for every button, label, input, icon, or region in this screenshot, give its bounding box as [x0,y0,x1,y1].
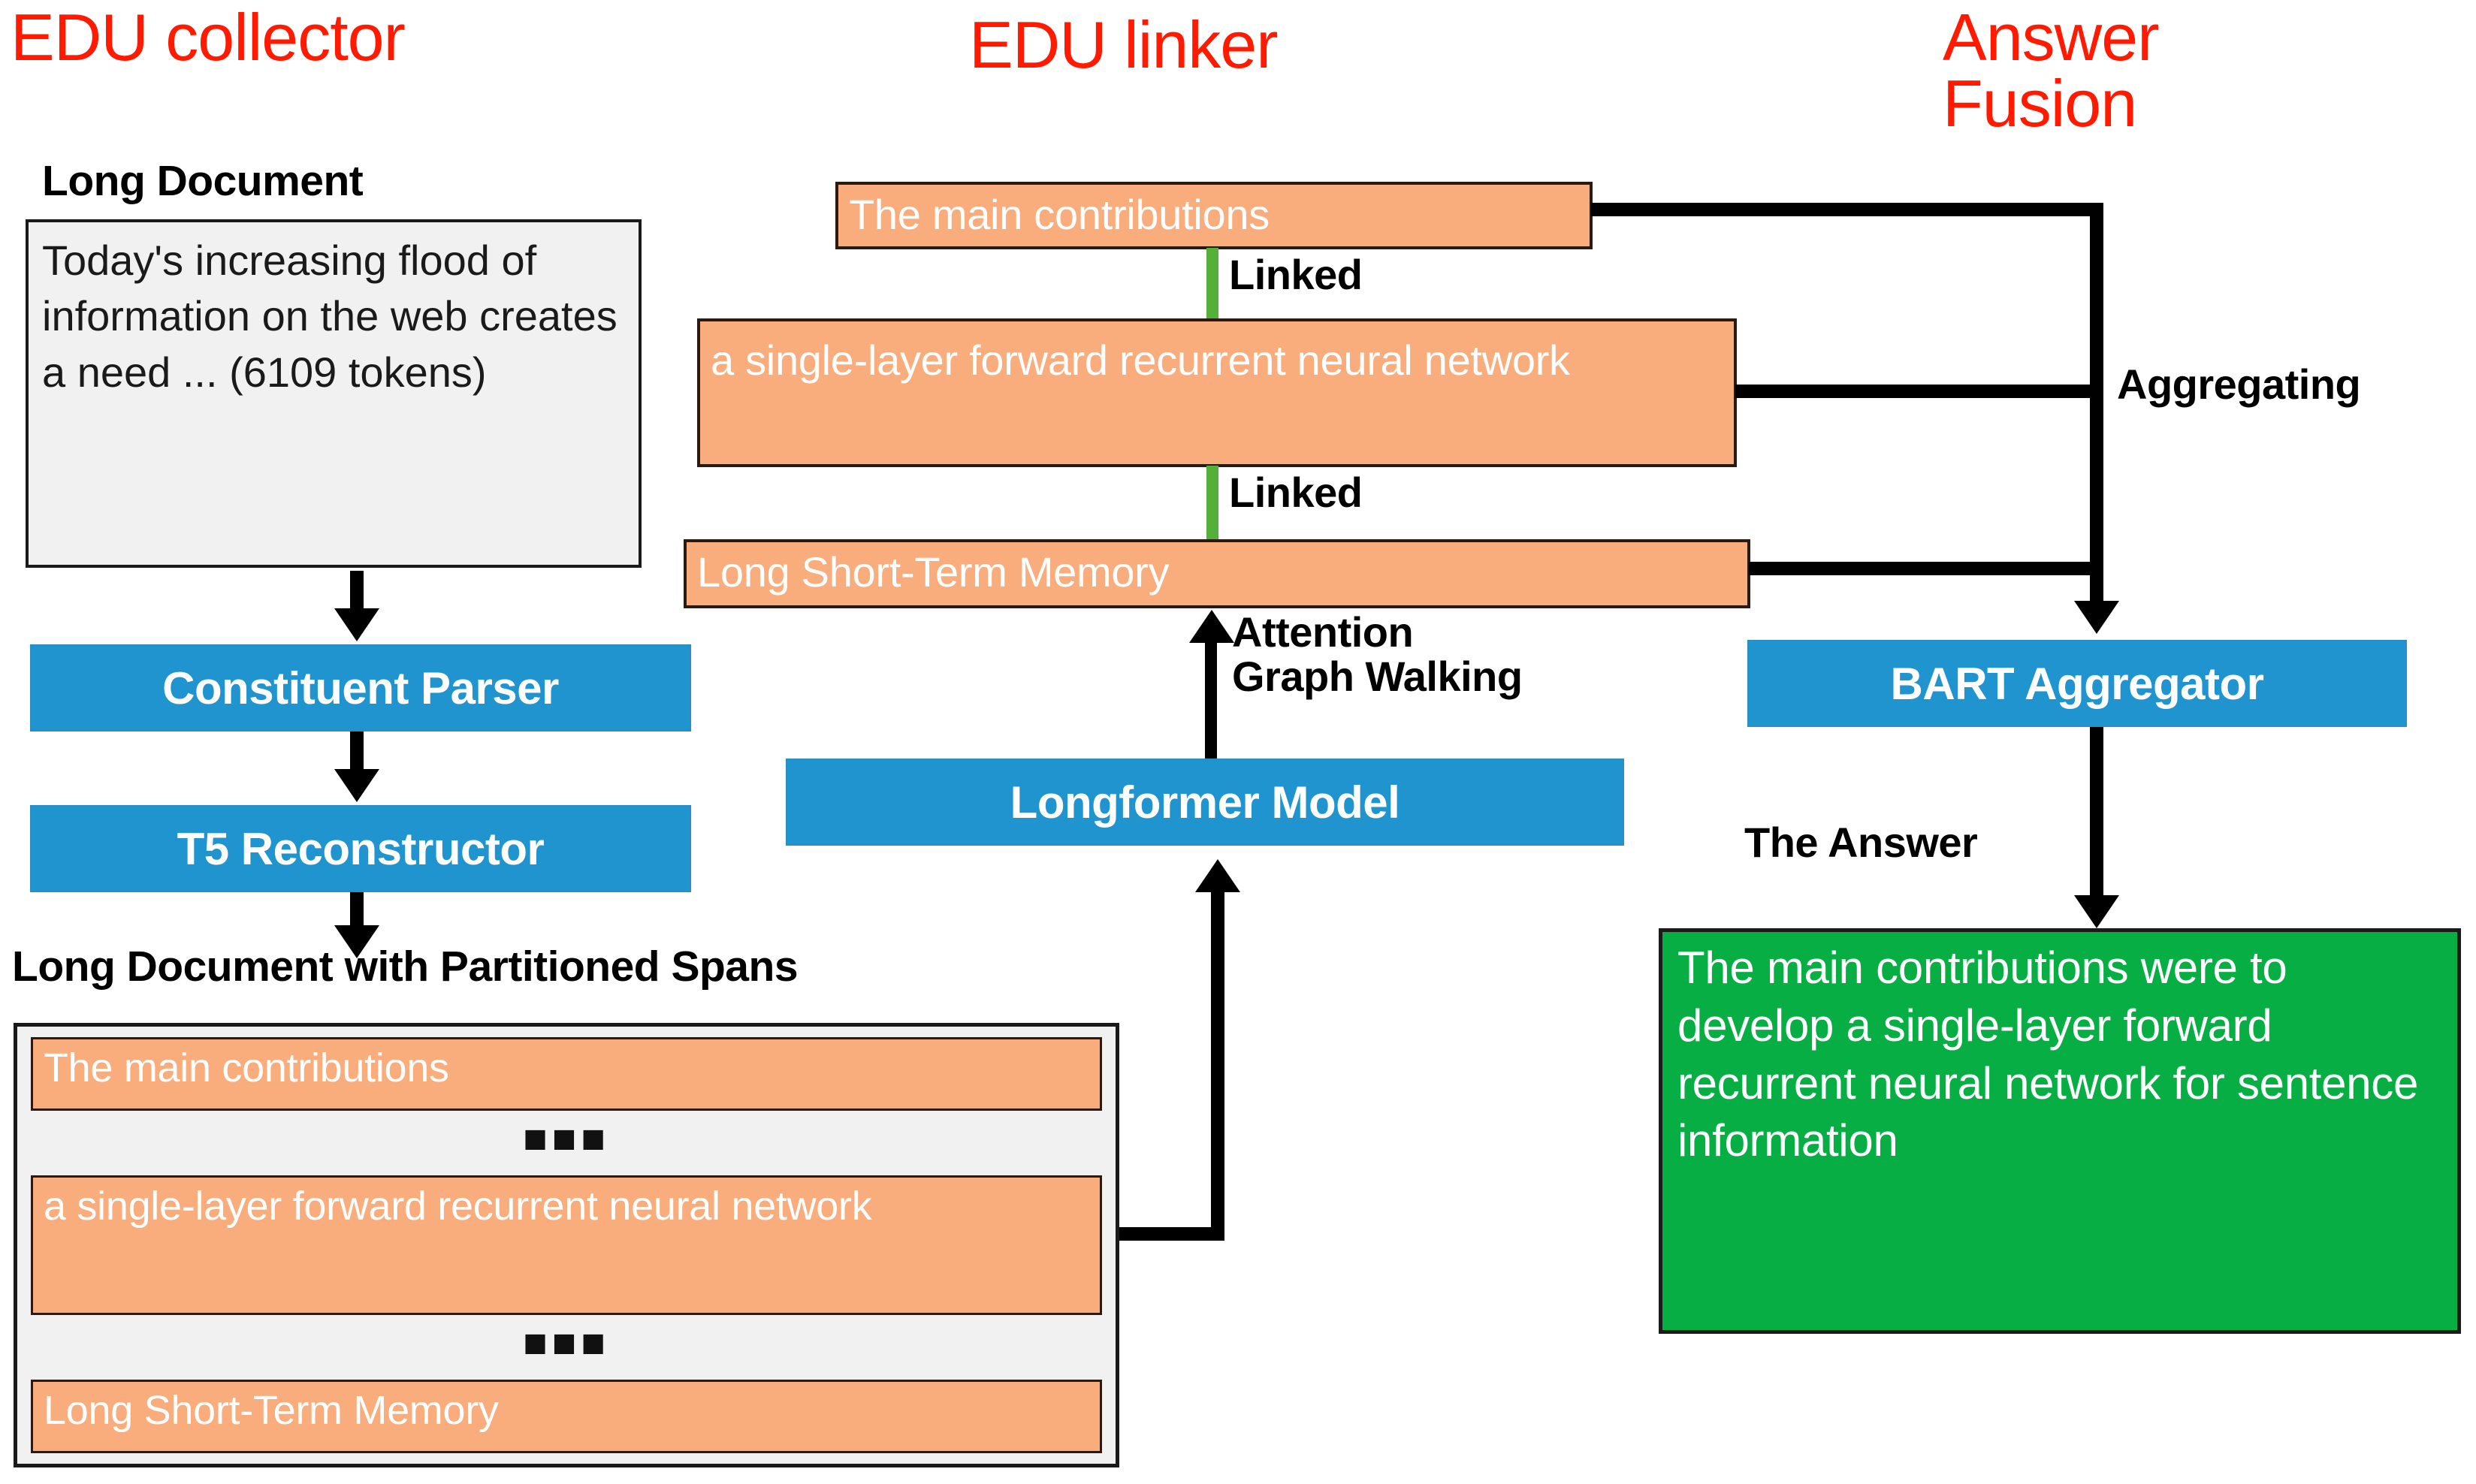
attention-graph-walking-label: Attention Graph Walking [1232,610,1523,699]
constituent-parser-box[interactable]: Constituent Parser [30,644,691,731]
arrow-doc-to-parser [334,608,379,641]
edu-collector-title: EDU collector [11,0,406,74]
linked-label-1: Linked [1229,251,1363,298]
arrow-spans-to-longformer [1195,859,1240,892]
fusion-bus-vertical [2090,203,2103,605]
flow-line-t5-to-spans [350,892,364,931]
span-chip-2-text: a single-layer forward recurrent neural … [44,1184,872,1229]
span-chip-3-text: Long Short-Term Memory [44,1388,499,1433]
t5-reconstructor-label: T5 Reconstructor [177,823,545,874]
flow-line-parser-to-t5 [350,731,364,775]
fusion-line-edu2 [1735,385,2103,398]
answer-fusion-title: Answer Fusion [1943,0,2159,140]
aggregating-label: Aggregating [2117,360,2361,408]
t5-reconstructor-box[interactable]: T5 Reconstructor [30,805,691,892]
the-answer-label: The Answer [1744,819,1978,866]
edu-box-2[interactable]: a single-layer forward recurrent neural … [697,318,1737,467]
arrow-longformer-to-edu [1189,610,1234,643]
long-document-text: Today's increasing flood of information … [42,237,617,396]
fusion-line-edu3 [1749,562,2103,575]
arrow-aggregator-to-answer [2074,895,2119,928]
flow-line-spans-to-longformer-h [1119,1227,1224,1241]
linked-connector-1 [1206,248,1218,320]
edu-box-3[interactable]: Long Short-Term Memory [684,539,1750,608]
span-chip-3[interactable]: Long Short-Term Memory [31,1380,1102,1453]
span-ellipsis-1: ■■■ [523,1116,610,1161]
longformer-model-box[interactable]: Longformer Model [786,759,1624,846]
answer-fusion-title-line2: Fusion [1943,66,2137,140]
edu-box-2-text: a single-layer forward recurrent neural … [711,336,1570,384]
edu-box-3-text: Long Short-Term Memory [697,548,1170,596]
edu-linker-title: EDU linker [969,8,1279,82]
answer-fusion-title-line1: Answer [1943,0,2159,74]
bart-aggregator-label: BART Aggregator [1890,658,2264,709]
span-ellipsis-2: ■■■ [523,1320,610,1365]
partitioned-spans-label: Long Document with Partitioned Spans [12,943,799,991]
span-chip-2[interactable]: a single-layer forward recurrent neural … [31,1175,1102,1315]
fusion-line-edu1 [1591,203,2103,216]
linked-label-2: Linked [1229,469,1363,516]
linked-connector-2 [1206,466,1218,541]
arrow-fusion-to-aggregator [2074,601,2119,634]
partitioned-spans-container: The main contributions ■■■ a single-laye… [14,1023,1119,1467]
long-document-label: Long Document [42,157,364,205]
attention-label-line2: Graph Walking [1232,653,1523,701]
edu-box-1[interactable]: The main contributions [835,182,1593,249]
span-chip-1-text: The main contributions [44,1045,449,1090]
long-document-box: Today's increasing flood of information … [26,219,642,568]
flow-line-spans-to-longformer-v [1211,891,1224,1233]
constituent-parser-label: Constituent Parser [162,662,559,713]
bart-aggregator-box[interactable]: BART Aggregator [1747,640,2407,727]
answer-box: The main contributions were to develop a… [1659,928,2461,1334]
flow-line-longformer-to-edu [1205,640,1217,762]
arrow-parser-to-t5 [334,769,379,802]
flow-line-aggregator-to-answer [2090,727,2103,901]
attention-label-line1: Attention [1232,608,1414,656]
longformer-model-label: Longformer Model [1010,777,1400,828]
edu-box-1-text: The main contributions [849,191,1270,238]
arrow-t5-to-spans [334,925,379,958]
flow-line-doc-to-parser [350,571,364,614]
answer-text: The main contributions were to develop a… [1677,943,2419,1166]
span-chip-1[interactable]: The main contributions [31,1037,1102,1111]
